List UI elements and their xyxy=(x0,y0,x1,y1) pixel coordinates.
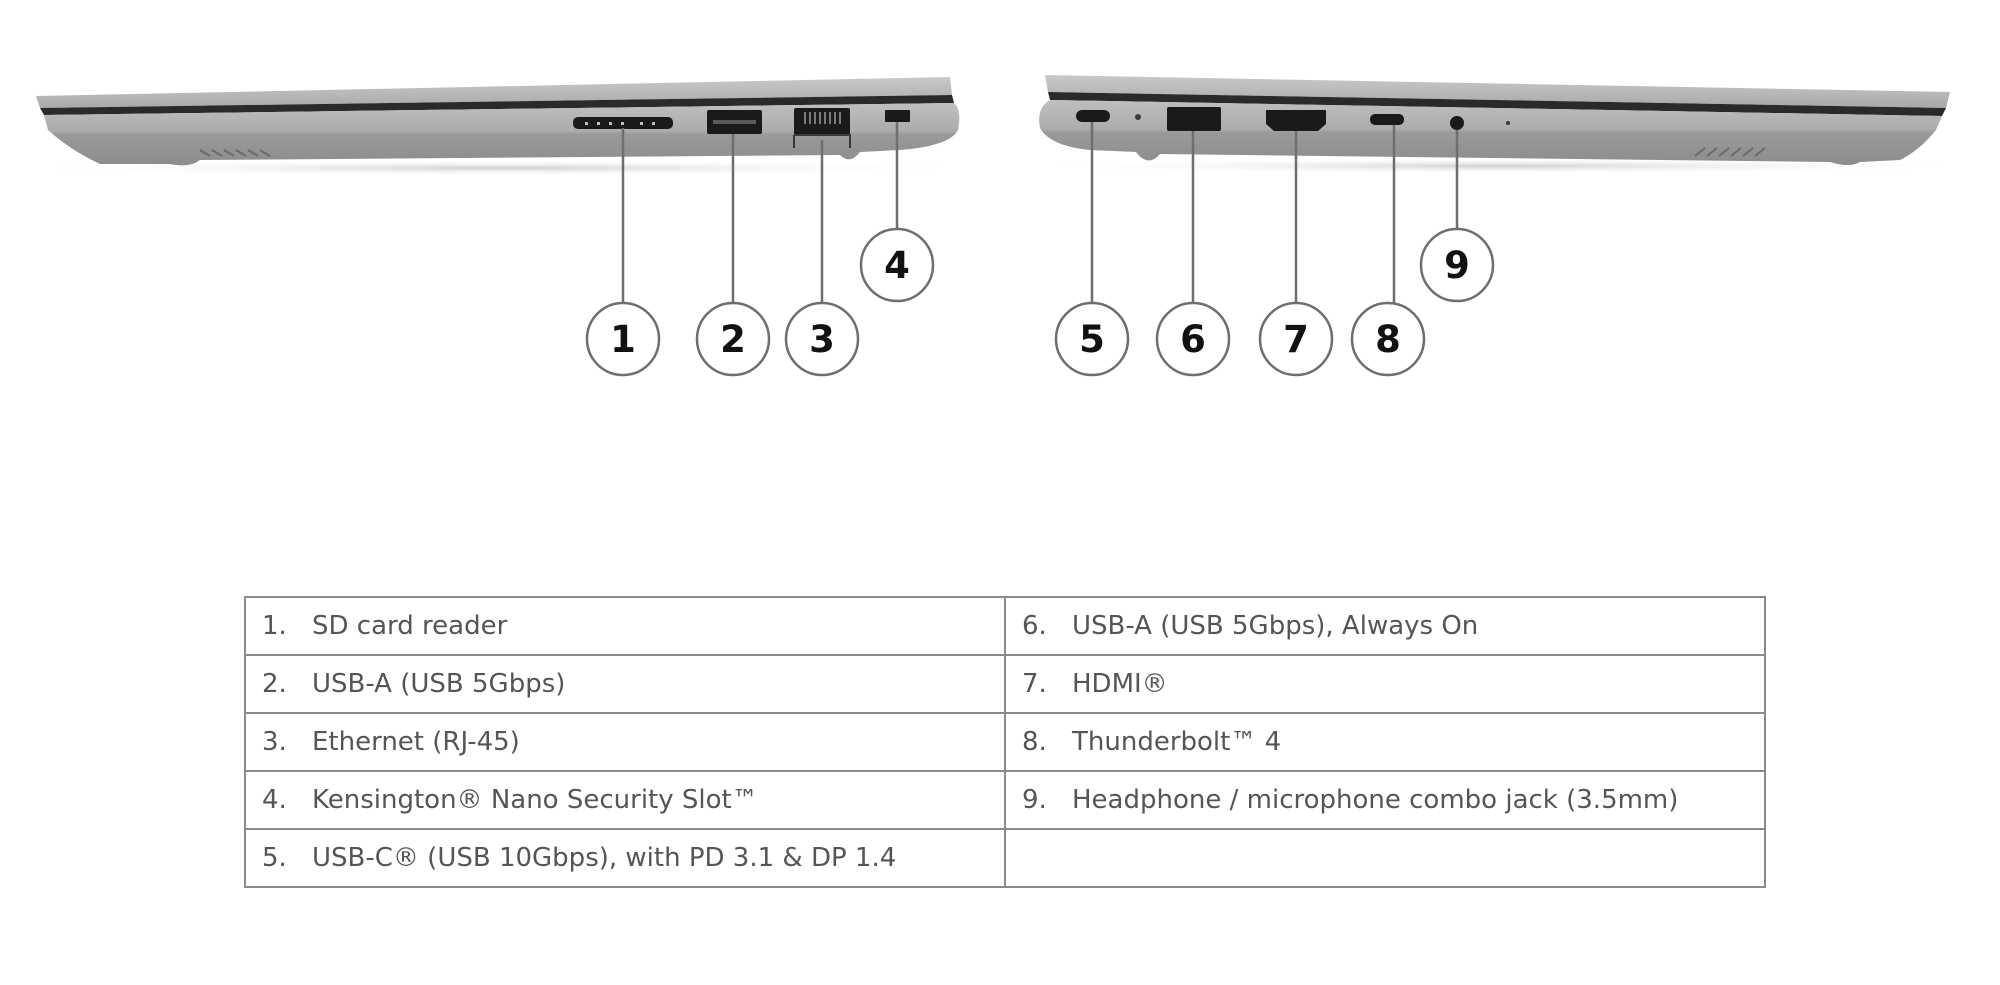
legend-number: 9. xyxy=(1022,785,1047,815)
callout-circle-1 xyxy=(585,301,661,377)
callout-number-9: 9 xyxy=(1444,244,1470,287)
legend-label: Ethernet (RJ-45) xyxy=(312,727,520,757)
legend-number: 7. xyxy=(1022,669,1047,699)
table-row: 4. Kensington® Nano Security Slot™ 9. Head… xyxy=(244,770,1766,830)
callout-number-4: 4 xyxy=(884,244,910,287)
left-laptop-hinge-gap xyxy=(40,95,954,115)
callout-circle-2 xyxy=(695,301,771,377)
usb-c-port-icon xyxy=(1076,110,1110,122)
legend-number: 1. xyxy=(262,611,287,641)
callout-number-3: 3 xyxy=(809,318,835,361)
callout-lines xyxy=(621,122,1459,303)
callout-circle-6 xyxy=(1155,301,1231,377)
power-led-icon xyxy=(1135,114,1141,120)
legend-label: HDMI® xyxy=(1072,669,1168,699)
callout-circle-3 xyxy=(784,301,860,377)
legend-label: Kensington® Nano Security Slot™ xyxy=(312,785,758,815)
legend-cell-2: 2. USB-A (USB 5Gbps) xyxy=(244,654,1006,714)
right-speaker-grille-icon xyxy=(1694,147,1766,157)
callout-circle-9 xyxy=(1419,227,1495,303)
audio-jack-icon xyxy=(1450,116,1464,130)
legend-label: USB-C® (USB 10Gbps), with PD 3.1 & DP 1.… xyxy=(312,843,897,873)
legend-cell-6: 6. USB-A (USB 5Gbps), Always On xyxy=(1004,596,1766,656)
legend-label: Thunderbolt™ 4 xyxy=(1072,727,1282,757)
legend-cell-empty xyxy=(1004,828,1766,888)
ethernet-latch-flap xyxy=(793,134,851,148)
left-speaker-grille-icon xyxy=(199,149,271,157)
sd-card-slot-contacts xyxy=(585,122,655,125)
table-row: 5. USB-C® (USB 10Gbps), with PD 3.1 & DP … xyxy=(244,828,1766,888)
hdmi-port-icon xyxy=(1266,110,1326,131)
legend-cell-8: 8. Thunderbolt™ 4 xyxy=(1004,712,1766,772)
left-laptop-lid xyxy=(36,77,952,108)
callout-numbers: 1 2 3 4 5 6 7 8 9 xyxy=(610,244,1470,361)
legend-label: SD card reader xyxy=(312,611,508,641)
usb-a-always-on-port-icon xyxy=(1167,107,1221,131)
legend-number: 3. xyxy=(262,727,287,757)
callout-circle-8 xyxy=(1350,301,1426,377)
legend-number: 2. xyxy=(262,669,287,699)
legend-cell-7: 7. HDMI® xyxy=(1004,654,1766,714)
table-row: 3. Ethernet (RJ-45) 8. Thunderbolt™ 4 xyxy=(244,712,1766,772)
callout-number-8: 8 xyxy=(1375,318,1401,361)
legend-number: 8. xyxy=(1022,727,1047,757)
legend-cell-9: 9. Headphone / microphone combo jack (3.5… xyxy=(1004,770,1766,830)
callout-number-2: 2 xyxy=(720,318,746,361)
callout-circles xyxy=(585,227,1495,377)
callout-number-7: 7 xyxy=(1283,318,1309,361)
right-laptop-hinge-gap xyxy=(1048,92,1946,116)
legend-label: USB-A (USB 5Gbps), Always On xyxy=(1072,611,1479,641)
legend-label: USB-A (USB 5Gbps) xyxy=(312,669,566,699)
callout-circle-4 xyxy=(859,227,935,303)
legend-cell-1: 1. SD card reader xyxy=(244,596,1006,656)
right-laptop-shadow xyxy=(1020,158,1980,174)
legend-number: 6. xyxy=(1022,611,1047,641)
legend-cell-4: 4. Kensington® Nano Security Slot™ xyxy=(244,770,1006,830)
callout-circle-5 xyxy=(1054,301,1130,377)
mic-hole-icon xyxy=(1506,121,1510,125)
ports-legend-table: 1. SD card reader 6. USB-A (USB 5Gbps), Al… xyxy=(244,596,1766,888)
legend-cell-5: 5. USB-C® (USB 10Gbps), with PD 3.1 & DP … xyxy=(244,828,1006,888)
legend-label: Headphone / microphone combo jack (3.5mm… xyxy=(1072,785,1679,815)
callout-number-5: 5 xyxy=(1079,318,1105,361)
left-side-laptop xyxy=(20,77,980,176)
legend-number: 4. xyxy=(262,785,287,815)
laptop-side-views-diagram: 1 2 3 4 5 6 7 8 9 xyxy=(20,75,1980,377)
legend-cell-3: 3. Ethernet (RJ-45) xyxy=(244,712,1006,772)
security-slot-icon xyxy=(885,110,910,122)
table-row: 1. SD card reader 6. USB-A (USB 5Gbps), Al… xyxy=(244,596,1766,656)
thunderbolt-port-icon xyxy=(1370,114,1404,125)
callout-circle-7 xyxy=(1258,301,1334,377)
left-laptop-shadow xyxy=(20,160,980,176)
legend-number: 5. xyxy=(262,843,287,873)
callout-number-6: 6 xyxy=(1180,318,1206,361)
right-laptop-lid xyxy=(1045,75,1950,108)
right-side-laptop xyxy=(1020,75,1980,174)
table-row: 2. USB-A (USB 5Gbps) 7. HDMI® xyxy=(244,654,1766,714)
ethernet-port-icon xyxy=(794,108,850,135)
usb-a-port-tongue xyxy=(713,120,756,124)
ethernet-port-pins xyxy=(804,112,841,124)
callout-number-1: 1 xyxy=(610,318,636,361)
